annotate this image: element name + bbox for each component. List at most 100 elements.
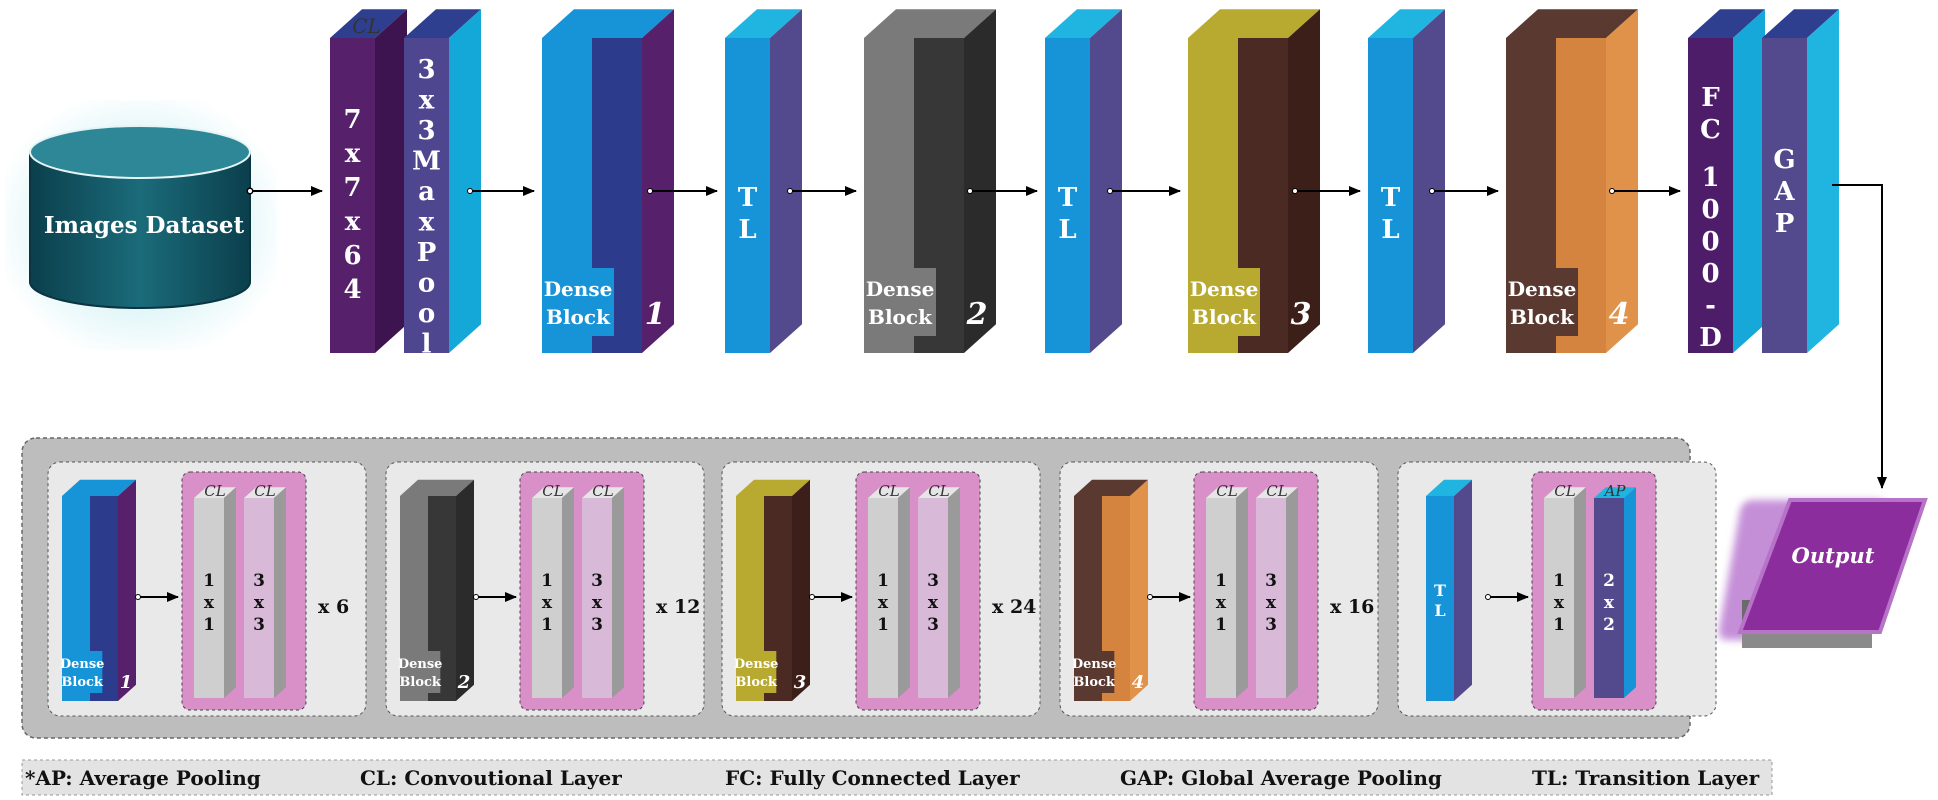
detail-5-layer-2 <box>1594 487 1636 698</box>
detail-2-layer-1 <box>532 487 574 698</box>
detail-5-layer-1-top-face <box>1544 487 1586 498</box>
detail-5-tl <box>1426 479 1472 701</box>
detail-2-layer-2-side-face <box>612 487 624 698</box>
detail-2-layer-2-top-face <box>582 487 624 498</box>
detail-2-repeat: x 12 <box>656 596 700 618</box>
legend-fc: FC: Fully Connected Layer <box>725 766 1020 790</box>
block-db4-side-face <box>1606 9 1638 353</box>
block-db1-number: 1 <box>645 297 666 332</box>
block-conv-side-face <box>375 9 407 353</box>
detail-1-db1-top-face <box>62 479 136 496</box>
detail-3-arrow-port <box>809 594 815 600</box>
detail-3-layer-1 <box>868 487 910 698</box>
detail-5-layer-1-side-face <box>1574 487 1586 698</box>
detail-1-label-line1: Dense <box>60 657 105 672</box>
block-tl2-front-face <box>1045 38 1090 353</box>
block-db2-label-box <box>864 268 936 336</box>
detail-5-arrow-port <box>1485 594 1491 600</box>
detail-2-layer-1-top: CL <box>542 482 563 500</box>
detail-4-layer-2-top: CL <box>1266 482 1287 500</box>
detail-4-arrow-port <box>1147 594 1153 600</box>
dataset-label: Images Dataset <box>44 212 245 239</box>
detail-1-layer-1-side-face <box>224 487 236 698</box>
block-db4-number: 4 <box>1609 297 1630 332</box>
main-arrow-8-port <box>1429 188 1435 194</box>
block-tl2-top-face <box>1045 9 1122 38</box>
block-conv-front-face <box>330 38 375 353</box>
block-db4-label-box <box>1506 268 1578 336</box>
detail-2-label-line1: Dense <box>398 657 443 672</box>
block-db3-top-face <box>1188 9 1320 38</box>
detail-2-label-line2: Block <box>399 675 442 690</box>
detail-1-layer-1 <box>194 487 236 698</box>
detail-3-db3-top-face <box>736 479 810 496</box>
detail-3-layer-2-top: CL <box>928 482 949 500</box>
detail-4-layer-1 <box>1206 487 1248 698</box>
images-dataset: Images Dataset <box>5 100 277 350</box>
block-db3-label-box <box>1188 268 1260 336</box>
output-block: Output <box>1718 184 1928 648</box>
block-tl1-top-face <box>725 9 802 38</box>
detail-1-label-box <box>62 651 103 693</box>
detail-4-layer-1-top: CL <box>1216 482 1237 500</box>
detail-2-layer-2-front-face <box>582 498 612 698</box>
block-gap-top-face <box>1762 9 1839 38</box>
legend: *AP: Average Pooling CL: Convoutional La… <box>21 759 1773 796</box>
block-gap-side-face <box>1807 9 1839 353</box>
block-db1-side-face <box>642 9 674 353</box>
block-tl3-front-face <box>1368 38 1413 353</box>
detail-3-layer-2 <box>918 487 960 698</box>
detail-4-label-line2: Block <box>1073 675 1116 690</box>
block-db1-label-line1: Dense <box>544 277 613 301</box>
output-top <box>1737 498 1928 634</box>
main-arrow-7-port <box>1292 188 1298 194</box>
block-db3-number: 3 <box>1291 297 1312 332</box>
block-gap-front-face <box>1762 38 1807 353</box>
dataset-cylinder-top <box>29 125 251 179</box>
detail-4-number: 4 <box>1132 672 1145 693</box>
legend-background <box>21 759 1773 796</box>
main-arrow-1-port <box>247 188 253 194</box>
block-db2-label-line2: Block <box>868 305 933 329</box>
detail-2-db2 <box>400 479 474 701</box>
detail-3-layer-1-front-face <box>868 498 898 698</box>
detail-5-layer-2-top: AP <box>1603 482 1627 500</box>
detail-1-layer-1-top-face <box>194 487 236 498</box>
gap-to-output-arrow <box>1832 184 1887 489</box>
detail-2-db2-side-face <box>456 479 474 701</box>
detail-2-layer-1-side-face <box>562 487 574 698</box>
block-maxpool-top-face <box>404 9 481 38</box>
detail-1-layer-2-front-face <box>244 498 274 698</box>
detail-3-label-line1: Dense <box>734 657 779 672</box>
block-db3-label-line2: Block <box>1192 305 1257 329</box>
detail-3-layer-1-side-face <box>898 487 910 698</box>
block-maxpool-side-face <box>449 9 481 353</box>
detail-4-layer-1-front-face <box>1206 498 1236 698</box>
main-arrow-5-port <box>967 188 973 194</box>
detail-3-layer-1-top: CL <box>878 482 899 500</box>
detail-4-repeat: x 16 <box>1330 596 1374 618</box>
block-maxpool-front-face <box>404 38 449 353</box>
